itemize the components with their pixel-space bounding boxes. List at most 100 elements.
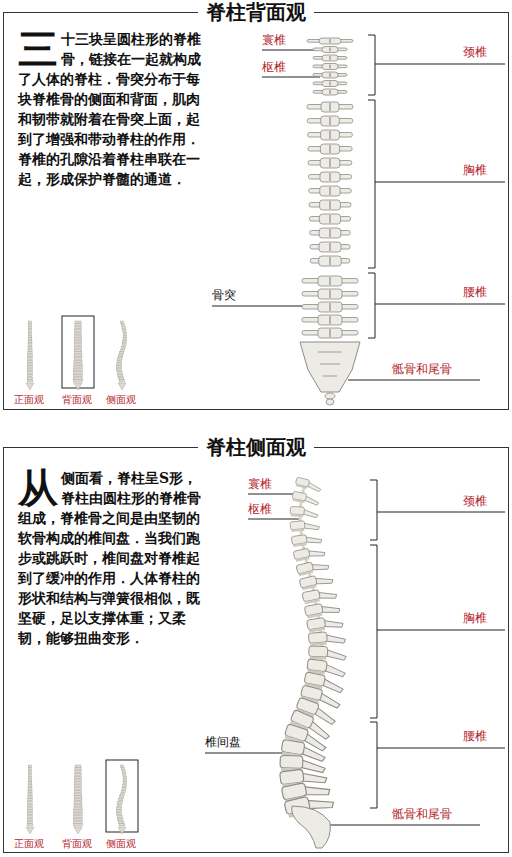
leader-line bbox=[212, 306, 306, 307]
illustration-part bbox=[75, 329, 81, 331]
illustration-part bbox=[74, 366, 82, 368]
thumbnail-spine bbox=[73, 321, 82, 390]
illustration-part bbox=[117, 366, 122, 368]
view-label: 侧面观 bbox=[106, 393, 136, 407]
illustration-part bbox=[329, 329, 330, 337]
illustration-part bbox=[123, 332, 126, 334]
illustration-part bbox=[28, 804, 33, 806]
illustration-part bbox=[123, 785, 127, 787]
illustration-part bbox=[119, 380, 125, 382]
illustration-part bbox=[117, 810, 122, 812]
illustration-part bbox=[322, 81, 338, 87]
illustration-part bbox=[117, 815, 122, 817]
part-label: 颈椎 bbox=[463, 494, 487, 508]
part-label: 椎间盘 bbox=[205, 735, 241, 749]
illustration-part bbox=[28, 343, 32, 345]
illustration-part bbox=[27, 377, 32, 379]
illustration-part bbox=[323, 617, 344, 630]
leader-line bbox=[375, 64, 505, 65]
illustration-part bbox=[322, 55, 338, 61]
illustration-part bbox=[28, 324, 31, 326]
illustration-part bbox=[293, 543, 307, 547]
part-label: 骶骨和尾骨 bbox=[392, 362, 452, 376]
illustration-part bbox=[118, 377, 123, 379]
vertebra bbox=[302, 289, 358, 299]
vertebra bbox=[309, 214, 350, 224]
illustration-part bbox=[28, 773, 31, 775]
illustration-part bbox=[28, 341, 32, 343]
illustration-part bbox=[313, 65, 347, 68]
selected-view-box bbox=[62, 316, 94, 388]
leader-line bbox=[377, 748, 505, 749]
vertebra bbox=[313, 89, 347, 95]
vertebra bbox=[313, 64, 347, 70]
illustration-part bbox=[28, 801, 33, 803]
illustration-part bbox=[329, 103, 330, 111]
vertebra bbox=[302, 276, 358, 286]
illustration-part bbox=[73, 380, 82, 382]
illustration-part bbox=[74, 815, 83, 817]
illustration-part bbox=[74, 374, 83, 376]
illustration-part bbox=[118, 801, 123, 803]
illustration-part bbox=[313, 74, 347, 77]
part-label: 枢椎 bbox=[262, 60, 286, 74]
illustration-part bbox=[28, 779, 32, 781]
illustration-part bbox=[117, 807, 122, 809]
illustration-part bbox=[307, 613, 323, 618]
illustration-part bbox=[28, 785, 32, 787]
illustration-part bbox=[119, 796, 123, 798]
illustration-part bbox=[310, 642, 327, 646]
vertebra bbox=[307, 38, 353, 44]
illustration-part bbox=[28, 771, 31, 773]
spine-side-view bbox=[280, 477, 347, 848]
illustration-part bbox=[314, 574, 334, 587]
vertebra bbox=[296, 558, 329, 576]
part-label: 枢椎 bbox=[248, 502, 272, 516]
illustration-part bbox=[75, 771, 81, 773]
vertebra bbox=[309, 200, 351, 210]
illustration-part bbox=[75, 324, 81, 326]
illustration-part bbox=[123, 773, 126, 775]
illustration-part bbox=[75, 338, 82, 340]
vertebra bbox=[309, 646, 347, 660]
illustration-part bbox=[329, 73, 330, 77]
leader-line bbox=[375, 182, 505, 183]
illustration-part bbox=[313, 57, 347, 60]
thumbnail-spine bbox=[26, 765, 34, 834]
illustration-part bbox=[309, 627, 325, 632]
drop-cap: 三 bbox=[18, 29, 58, 69]
illustration-part bbox=[28, 327, 31, 329]
vertebra bbox=[308, 130, 353, 140]
illustration-part bbox=[292, 499, 304, 503]
illustration-part bbox=[28, 366, 33, 368]
description: 从侧面看，脊柱呈S形，脊柱由圆柱形的脊椎骨组成，脊椎骨之间是由坚韧的软骨构成的椎… bbox=[18, 468, 210, 648]
illustration-part bbox=[74, 810, 82, 812]
illustration-part bbox=[300, 342, 360, 392]
illustration-part bbox=[28, 787, 32, 789]
illustration-part bbox=[329, 290, 330, 298]
illustration-part bbox=[321, 102, 339, 112]
vertebra bbox=[280, 755, 326, 772]
illustration-part bbox=[28, 335, 32, 337]
part-label: 骨突 bbox=[212, 288, 236, 302]
illustration-part bbox=[74, 827, 82, 834]
illustration-part bbox=[119, 824, 125, 826]
panel-heading: 脊柱侧面观 bbox=[198, 435, 314, 459]
illustration-part bbox=[319, 242, 341, 252]
illustration-part bbox=[74, 352, 82, 354]
illustration-part bbox=[119, 352, 123, 354]
illustration-part bbox=[27, 824, 33, 826]
illustration-part bbox=[74, 804, 82, 806]
leader-line bbox=[375, 304, 505, 305]
illustration-part bbox=[329, 131, 330, 139]
illustration-part bbox=[302, 509, 318, 518]
vertebra bbox=[293, 545, 325, 562]
view-label: 正面观 bbox=[14, 393, 44, 407]
illustration-part bbox=[74, 801, 82, 803]
illustration-part bbox=[118, 827, 126, 834]
illustration-part bbox=[28, 796, 32, 798]
panel: 脊柱背面观三十三块呈圆柱形的脊椎骨，链接在一起就构成了人体的脊柱．骨突分布于每块… bbox=[3, 12, 509, 410]
illustration-part bbox=[320, 186, 340, 196]
illustration-part bbox=[123, 782, 127, 784]
illustration-part bbox=[75, 776, 82, 778]
